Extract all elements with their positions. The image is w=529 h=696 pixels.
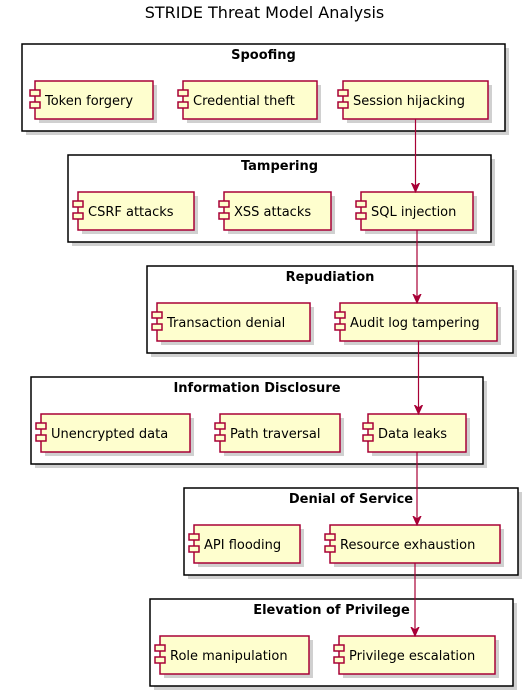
package-title: Spoofing [231,48,296,63]
diagram-title: STRIDE Threat Model Analysis [144,3,385,22]
component-label: CSRF attacks [88,205,174,220]
component-icon [362,422,374,442]
component-icon [214,422,226,442]
component-label: SQL injection [371,205,456,220]
component-icon [188,533,200,553]
component-icon [218,200,230,220]
component-icon [151,311,163,331]
package-title: Elevation of Privilege [253,603,410,618]
component-credential-theft[interactable]: Credential theft [177,80,321,123]
component-unencrypted-data[interactable]: Unencrypted data [35,413,194,456]
component-csrf-attacks[interactable]: CSRF attacks [72,191,198,234]
component-label: Role manipulation [170,649,288,664]
component-label: Credential theft [193,94,295,109]
component-label: Token forgery [44,94,133,109]
component-icon [355,200,367,220]
component-label: Unencrypted data [51,427,168,442]
package-title: Repudiation [286,270,375,285]
component-label: Data leaks [378,427,447,442]
component-label: API flooding [204,538,281,553]
component-icon [333,644,345,664]
component-label: Path traversal [230,427,321,442]
component-icon [35,422,47,442]
component-privilege-escalation[interactable]: Privilege escalation [333,635,499,678]
component-label: Transaction denial [166,316,285,331]
component-label: Resource exhaustion [340,538,475,553]
component-resource-exhaustion[interactable]: Resource exhaustion [324,524,504,567]
component-label: Audit log tampering [350,316,480,331]
package-title: Tampering [241,159,318,174]
component-api-flooding[interactable]: API flooding [188,524,304,567]
component-sql-injection[interactable]: SQL injection [355,191,477,234]
component-label: XSS attacks [234,205,311,220]
component-icon [72,200,84,220]
component-xss-attacks[interactable]: XSS attacks [218,191,335,234]
component-role-manipulation[interactable]: Role manipulation [154,635,313,678]
component-label: Privilege escalation [349,649,475,664]
component-icon [29,89,41,109]
component-icon [334,311,346,331]
component-icon [324,533,336,553]
component-icon [177,89,189,109]
component-icon [337,89,349,109]
component-session-hijacking[interactable]: Session hijacking [337,80,492,123]
component-path-traversal[interactable]: Path traversal [214,413,344,456]
package-title: Denial of Service [289,492,413,507]
component-data-leaks[interactable]: Data leaks [362,413,470,456]
component-audit-log-tampering[interactable]: Audit log tampering [334,302,501,345]
package-title: Information Disclosure [173,381,340,396]
component-label: Session hijacking [353,94,465,109]
component-icon [154,644,166,664]
component-token-forgery[interactable]: Token forgery [29,80,157,123]
component-transaction-denial[interactable]: Transaction denial [151,302,314,345]
